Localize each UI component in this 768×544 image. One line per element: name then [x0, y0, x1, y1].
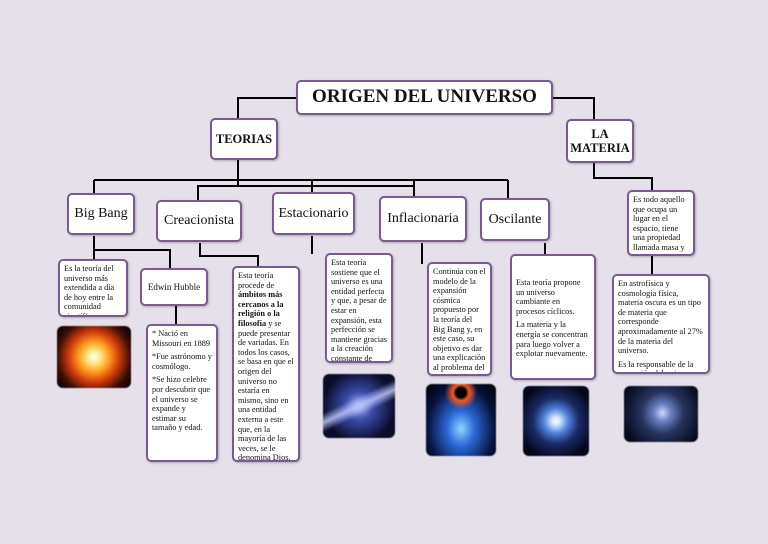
galaxy-image	[323, 374, 395, 438]
oscilante-desc-line: Esta teoría propone un universo cambiant…	[516, 278, 581, 316]
oscilante-desc: Esta teoría propone un universo cambiant…	[510, 254, 596, 380]
estacionario-node: Estacionario	[272, 192, 355, 235]
main-title: ORIGEN DEL UNIVERSO	[296, 80, 553, 115]
hubble-bio-line: *Se hizo celebre por descubrir que el un…	[152, 375, 211, 433]
creacionista-desc-bold: ámbitos más cercanos a la religión o la …	[238, 290, 284, 328]
spiral-galaxy-image	[523, 386, 589, 456]
hubble-bio: * Nació en Missouri en 1889 *Fue astróno…	[146, 324, 218, 462]
materia-desc: Es todo aquello que ocupa un lugar en el…	[627, 190, 695, 256]
materia-oscura-line: En astrofísica y cosmología física, mate…	[618, 279, 703, 356]
creacionista-desc: Esta teoría procede de ámbitos más cerca…	[232, 266, 300, 462]
inflacionaria-desc: Continúa con el modelo de la expansión c…	[427, 262, 492, 376]
oscilante-desc-line: La materia y la energía se concentran pa…	[516, 320, 588, 359]
edwin-hubble-node: Edwin Hubble	[140, 268, 208, 306]
inflacionaria-node: Inflacionaria	[379, 196, 467, 242]
big-bang-explosion-image	[57, 326, 131, 388]
hubble-bio-line: *Fue astrónomo y cosmólogo.	[152, 352, 212, 371]
estacionario-desc: Esta teoría sostiene que el universo es …	[325, 253, 393, 363]
big-bang-node: Big Bang	[67, 193, 135, 235]
big-bang-desc: Es la teoría del universo más extendida …	[58, 259, 128, 317]
materia-oscura-desc: En astrofísica y cosmología física, mate…	[612, 274, 710, 374]
hubble-bio-line: * Nació en Missouri en 1889	[152, 329, 211, 348]
materia-node: LA MATERIA	[566, 119, 634, 163]
oscilante-node: Oscilante	[480, 198, 550, 241]
creacionista-desc-a: Esta teoría procede de	[238, 271, 275, 290]
materia-oscura-line: Es la responsable de la expansión del un…	[618, 359, 695, 374]
dark-matter-image	[624, 386, 698, 442]
black-hole-image	[426, 384, 496, 456]
creacionista-desc-c: y se puede presentar de variadas. En tod…	[238, 318, 294, 462]
creacionista-node: Creacionista	[156, 200, 242, 242]
teorias-node: TEORIAS	[210, 118, 278, 160]
